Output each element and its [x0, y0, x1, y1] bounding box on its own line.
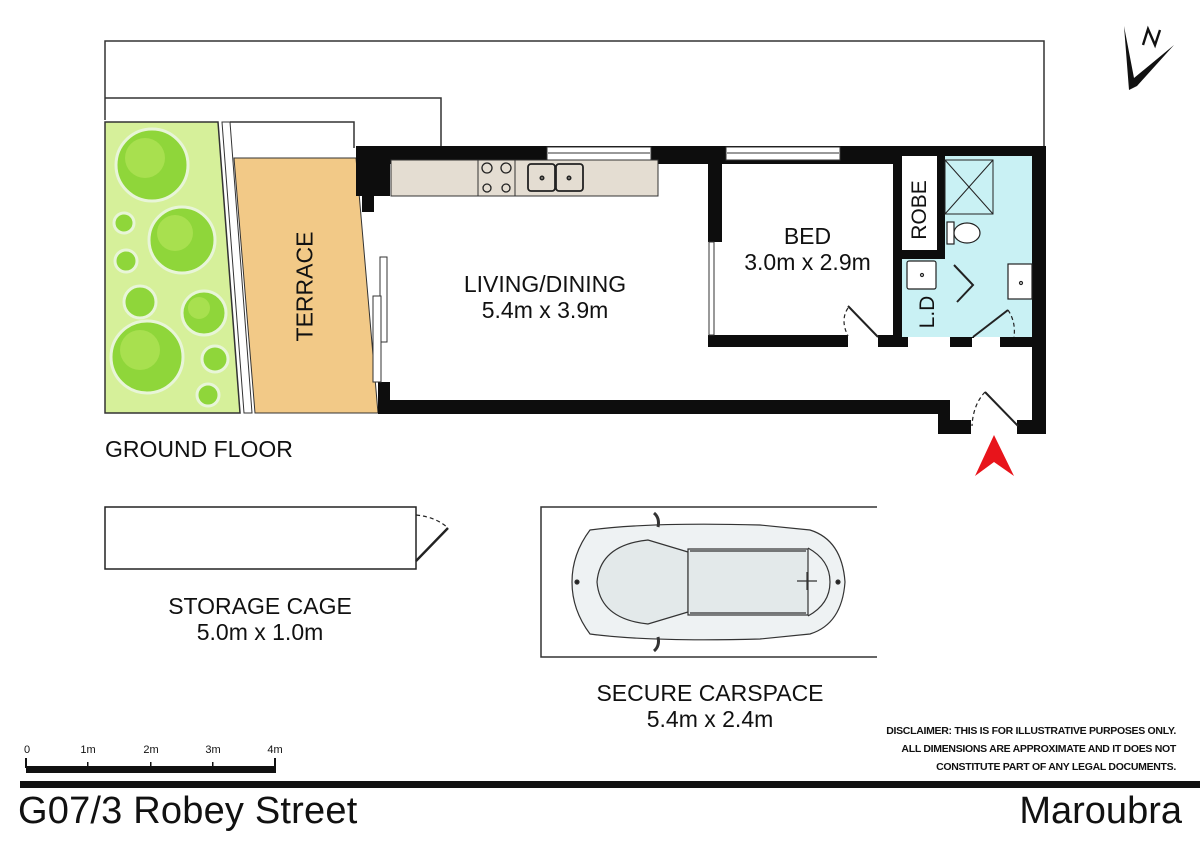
property-address: G07/3 Robey Street	[18, 790, 358, 832]
laundry-label: L.D	[916, 295, 939, 329]
compass-north-icon	[1124, 25, 1174, 90]
terrace-label: TERRACE	[291, 231, 318, 342]
site-outline	[104, 40, 1045, 148]
storage-cage-name: STORAGE CAGE	[168, 593, 352, 619]
kitchen-bench	[390, 159, 659, 197]
windows	[372, 146, 841, 383]
footer-rule	[20, 781, 1200, 788]
sink-icon	[527, 163, 584, 192]
laundry-bifold-door	[953, 264, 975, 303]
scale-tick-4: 4m	[267, 744, 283, 756]
robe-area	[902, 156, 937, 250]
entry-arrow-icon	[975, 435, 1014, 476]
bed-label: BED 3.0m x 2.9m	[730, 223, 885, 276]
living-dining-label: LIVING/DINING 5.4m x 3.9m	[440, 271, 650, 324]
scale-tick-3: 3m	[205, 744, 221, 756]
scale-tick-2: 2m	[143, 744, 159, 756]
scale-bar	[25, 758, 276, 773]
laundry-tub-icon	[906, 260, 937, 290]
scale-tick-0: 0	[23, 744, 31, 756]
shower-icon	[944, 159, 994, 215]
carspace-dims: 5.4m x 2.4m	[646, 705, 774, 732]
disclaimer-line-1: DISCLAIMER: THIS IS FOR ILLUSTRATIVE PUR…	[886, 725, 1176, 737]
bed-name: BED	[783, 223, 832, 249]
disclaimer-line-2: ALL DIMENSIONS ARE APPROXIMATE AND IT DO…	[901, 743, 1176, 755]
vanity-icon	[1007, 263, 1033, 300]
property-suburb: Maroubra	[1019, 790, 1182, 832]
carspace-label: SECURE CARSPACE 5.4m x 2.4m	[560, 680, 860, 733]
disclaimer-line-3: CONSTITUTE PART OF ANY LEGAL DOCUMENTS.	[936, 761, 1176, 773]
disclaimer-text: DISCLAIMER: THIS IS FOR ILLUSTRATIVE PUR…	[886, 722, 1176, 776]
tree-highlights	[120, 138, 210, 370]
living-dining-dims: 5.4m x 3.9m	[481, 296, 609, 323]
carspace-outline	[540, 506, 877, 658]
wet-areas	[902, 156, 1033, 337]
storage-cage-label: STORAGE CAGE 5.0m x 1.0m	[140, 593, 380, 646]
living-dining-name: LIVING/DINING	[463, 271, 627, 297]
storage-cage-dims: 5.0m x 1.0m	[196, 618, 324, 645]
ground-floor-label: GROUND FLOOR	[105, 436, 293, 462]
bed-dims: 3.0m x 2.9m	[744, 248, 871, 275]
cooktop-icon	[481, 162, 512, 193]
carspace-name: SECURE CARSPACE	[596, 680, 824, 706]
storage-cage-outline	[104, 506, 449, 570]
robe-label: ROBE	[908, 180, 931, 240]
car-icon	[571, 511, 846, 653]
doors	[843, 305, 1019, 427]
toilet-icon	[946, 221, 981, 245]
scale-tick-1: 1m	[80, 744, 96, 756]
walls	[356, 146, 1046, 434]
